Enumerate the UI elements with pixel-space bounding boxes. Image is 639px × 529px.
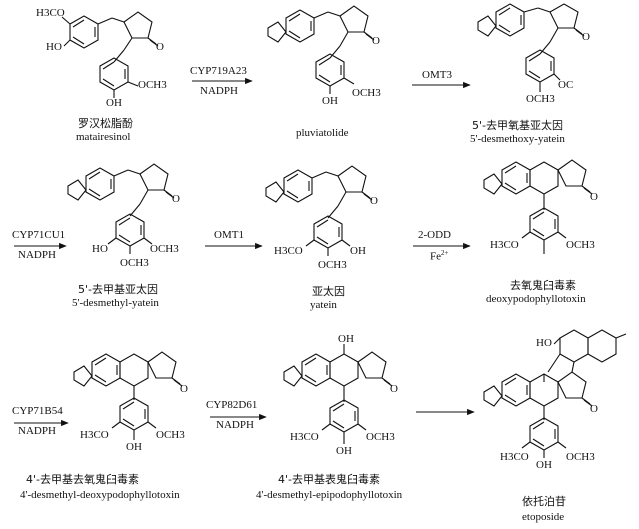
atom-label: OH [336,445,352,457]
atom-label: OCH3 [566,451,595,463]
atom-label: OCH3 [138,79,167,91]
molecule-name-en: matairesinol [76,131,131,143]
molecule-name-cn: 4'-去甲基表鬼臼毒素 [278,473,380,486]
atom-label: OCH3 [566,239,595,251]
molecule-name-cn: 亚太因 [312,285,345,298]
cofactor-label: NADPH [18,249,56,261]
atom-label: HO [92,243,108,255]
atom-label: H3CO [274,245,303,257]
structure-5-desmethyl-yatein [67,163,175,254]
atom-label: O [582,31,590,43]
atom-label: H3CO [36,7,65,19]
atom-label: OCH3 [366,431,395,443]
enzyme-label: OMT3 [422,69,452,81]
molecule-name-en: etoposide [522,511,565,523]
atom-label: HO [536,337,552,349]
atom-label: OCH3 [120,257,149,269]
enzyme-label: CYP719A23 [190,65,247,77]
atom-label: OH [338,333,354,345]
enzyme-label: CYP82D61 [206,399,258,411]
atom-label: OH [322,95,338,107]
molecule-name-en: 5'-desmethoxy-yatein [470,133,565,145]
atom-label: OCH3 [526,93,555,105]
molecule-name-en: 4'-desmethyl-epipodophyllotoxin [256,489,403,501]
molecule-name-en: 4'-desmethyl-deoxypodophyllotoxin [20,489,180,501]
atom-label: H3CO [290,431,319,443]
atom-label: OH [536,459,552,471]
atom-label: OCH3 [150,243,179,255]
atom-label: OC [558,79,574,91]
enzyme-label: CYP71CU1 [12,229,66,241]
structure-4-desmethyl-epipodophyllotoxin [283,344,393,444]
atom-label: OCH3 [352,87,381,99]
molecule-name-en: 5'-desmethyl-yatein [72,297,159,309]
molecule-name-en: deoxypodophyllotoxin [486,293,586,305]
enzyme-label: OMT1 [214,229,244,241]
atom-label: OCH3 [156,429,185,441]
structure-etoposide [483,329,627,458]
molecule-name-cn: 罗汉松脂酚 [78,117,133,130]
atom-label: HO [46,41,62,53]
atom-label: O [180,383,188,395]
atom-label: O [390,383,398,395]
structure-5-desmethoxy-yatein [477,3,585,92]
molecule-name-cn: 5'-去甲基亚太因 [78,283,158,296]
cofactor-label: NADPH [200,85,238,97]
molecule-name-cn: 4'-去甲基去氧鬼臼毒素 [26,473,139,486]
structure-matairesinol [61,11,159,98]
atom-label: O [370,195,378,207]
atom-label: OCH3 [318,259,347,271]
cofactor-label: NADPH [216,419,254,431]
atom-label: O [590,403,598,415]
atom-label: OH [106,97,122,109]
atom-label: O [590,191,598,203]
enzyme-label: 2-ODD [418,229,451,241]
atom-label: O [172,193,180,205]
atom-label: H3CO [80,429,109,441]
enzyme-label: CYP71B54 [12,405,63,417]
molecule-name-cn: 去氧鬼臼毒素 [510,279,576,292]
atom-label: O [156,41,164,53]
atom-label: OH [350,245,366,257]
structure-deoxypodophyllotoxin [483,159,593,254]
structure-yatein [265,165,373,256]
molecule-name-cn: 依托泊苷 [522,495,566,508]
molecule-name-cn: 5'-去甲氧基亚太因 [472,119,563,132]
structure-pluviatolide [267,5,375,94]
atom-label: O [372,35,380,47]
structure-4-desmethyl-deoxypodophyllotoxin [73,351,183,440]
cofactor-label: NADPH [18,425,56,437]
atom-label: OH [126,441,142,453]
atom-label: H3CO [490,239,519,251]
atom-label: H3CO [500,451,529,463]
molecule-name-en: pluviatolide [296,127,349,139]
molecule-name-en: yatein [310,299,337,311]
cofactor-label: Fe2+ [430,249,449,263]
